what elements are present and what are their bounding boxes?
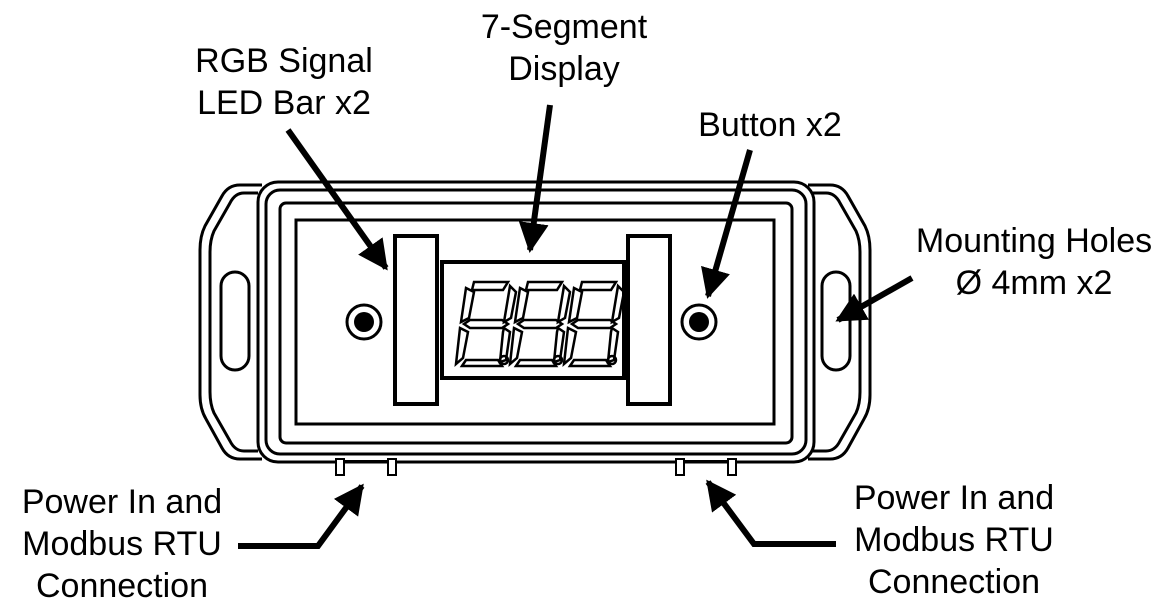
label-power-right-line2: Modbus RTU <box>854 521 1054 559</box>
label-mounting-holes: Mounting Holes Ø 4mm x2 <box>898 220 1170 304</box>
label-power-right-line1: Power In and <box>853 479 1055 517</box>
seven-segment-display <box>440 260 626 380</box>
label-power-right-line3: Connection <box>867 563 1040 601</box>
label-rgb-led-line1: RGB Signal <box>195 42 373 80</box>
label-power-left: Power In and Modbus RTU Connection <box>6 481 238 607</box>
right-mounting-hole <box>820 270 852 372</box>
arrow-segment-display <box>518 104 553 253</box>
left-mounting-hole <box>219 270 251 372</box>
arrow-power-right <box>705 479 836 547</box>
label-mounting-holes-line1: Mounting Holes <box>915 222 1153 260</box>
label-segment-display-line2: Display <box>508 50 620 88</box>
label-power-left-line2: Modbus RTU <box>22 525 222 563</box>
segment-digit-3 <box>562 280 626 368</box>
left-button <box>345 303 383 341</box>
label-segment-display-line1: 7-Segment <box>480 8 648 46</box>
arrow-rgb-led <box>285 128 389 271</box>
decimal-points <box>498 354 618 366</box>
left-connector-pins <box>335 458 397 476</box>
label-button-line1: Button x2 <box>698 106 842 144</box>
arrow-power-left <box>238 483 365 549</box>
arrow-mounting-hole <box>835 275 914 323</box>
right-mounting-tab <box>808 183 872 461</box>
right-button <box>680 303 718 341</box>
label-power-left-line1: Power In and <box>21 483 223 521</box>
arrow-button <box>701 149 753 299</box>
label-mounting-holes-line2: Ø 4mm x2 <box>955 264 1113 302</box>
label-button: Button x2 <box>672 104 868 146</box>
segment-digit-1 <box>454 280 518 368</box>
label-segment-display: 7-Segment Display <box>452 6 676 90</box>
label-rgb-led-line2: LED Bar x2 <box>197 84 371 122</box>
right-led-bar <box>626 234 672 406</box>
right-connector-pins <box>675 458 737 476</box>
label-power-right: Power In and Modbus RTU Connection <box>836 477 1072 603</box>
left-mounting-tab <box>198 183 262 461</box>
left-led-bar <box>393 234 439 406</box>
label-rgb-led: RGB Signal LED Bar x2 <box>172 40 396 124</box>
segment-digit-2 <box>508 280 572 368</box>
label-power-left-line3: Connection <box>35 567 208 605</box>
